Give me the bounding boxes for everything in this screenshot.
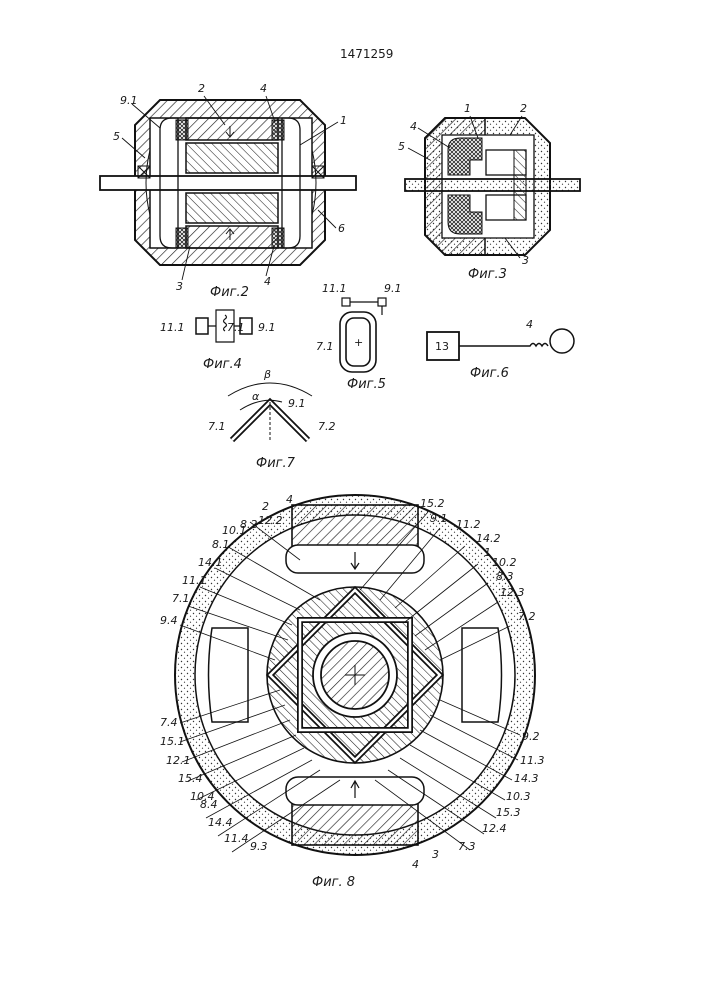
fig8-label-27: 10.3: [506, 790, 531, 803]
fig3-shaft: [405, 179, 580, 191]
fig8-label-12: 14.1: [198, 556, 223, 569]
fig2-label-0: 9.1: [120, 94, 138, 107]
fig8-label-22: 12.1: [166, 754, 191, 767]
fig5-label-2: 7.1: [316, 340, 334, 353]
fig8-label-31: 12.4: [482, 822, 507, 835]
fig5-label-0: 11.1: [322, 282, 347, 295]
fig2-label-4: 5: [113, 130, 120, 143]
fig8-label-30: 14.4: [208, 816, 233, 829]
fig2-label-3: 1: [340, 114, 347, 127]
fig8-label-6: 11.2: [456, 518, 481, 531]
fig2-label-5: 6: [338, 222, 345, 235]
fig2-label-2: 4: [260, 82, 267, 95]
figure-7: β α 9.1 7.1 7.2 Фиг.7: [208, 368, 336, 471]
fig7-caption: Фиг.7: [256, 456, 296, 471]
fig8-label-33: 7.3: [458, 840, 476, 853]
fig8-label-29: 15.3: [496, 806, 521, 819]
fig8-label-28: 8.4: [200, 798, 218, 811]
fig8-label-7: 10.1: [222, 524, 247, 537]
figure-8: 2 4 15.2 12.2 9.1 8.2 11.2 10.1 14.2 8.1…: [160, 493, 545, 890]
document-number: 1471259: [340, 47, 393, 61]
fig2-rotor-top: [186, 143, 278, 173]
fig8-caption: Фиг. 8: [312, 875, 355, 890]
fig8-label-34: 9.3: [250, 840, 268, 853]
fig4-label-2: 9.1: [258, 321, 276, 334]
fig8-label-35: 3: [432, 848, 439, 861]
fig8-label-1: 4: [286, 493, 293, 506]
fig3-label-2: 4: [410, 120, 417, 133]
fig2-label-6: 3: [176, 280, 183, 293]
fig8-label-14: 11.1: [182, 574, 207, 587]
fig7-label-3: 7.1: [208, 420, 226, 433]
fig2-label-7: 4: [264, 275, 271, 288]
fig8-label-2: 15.2: [420, 497, 445, 510]
fig7-label-0: β: [263, 368, 271, 381]
fig8-label-24: 15.4: [178, 772, 203, 785]
fig5-label-1: 9.1: [384, 282, 402, 295]
fig8-label-21: 9.2: [522, 730, 540, 743]
fig8-label-4: 9.1: [430, 512, 448, 525]
fig8-label-25: 14.3: [514, 772, 539, 785]
fig7-label-1: α: [252, 390, 260, 403]
fig8-label-36: 4: [412, 858, 419, 871]
fig4-label-0: 11.1: [160, 321, 185, 334]
fig6-label-1: 4: [526, 318, 533, 331]
fig8-label-0: 2: [262, 500, 269, 513]
figure-4: 11.1 7.1 9.1 Фиг.4: [160, 310, 276, 372]
fig3-label-1: 2: [520, 102, 527, 115]
fig2-label-1: 2: [198, 82, 205, 95]
fig8-label-17: 7.2: [518, 610, 536, 623]
fig8-label-23: 11.3: [520, 754, 545, 767]
fig7-label-4: 7.2: [318, 420, 336, 433]
fig8-label-11: 10.2: [492, 556, 517, 569]
fig8-label-13: 8.3: [496, 570, 514, 583]
fig8-label-9: 8.1: [212, 538, 230, 551]
fig3-label-0: 1: [464, 102, 471, 115]
fig3-label-3: 5: [398, 140, 405, 153]
figure-2: 9.1 2 4 1 5 6 3 4 Фиг.2: [100, 82, 356, 300]
fig4-caption: Фиг.4: [203, 357, 242, 372]
fig7-label-2: 9.1: [288, 397, 306, 410]
fig5-label-3: +: [354, 336, 363, 349]
fig5-caption: Фиг.5: [347, 377, 386, 392]
fig6-caption: Фиг.6: [470, 366, 509, 381]
fig2-caption: Фиг.2: [210, 285, 249, 300]
fig6-label-0: 13: [435, 340, 449, 353]
fig3-label-4: 3: [522, 254, 529, 267]
fig8-label-8: 14.2: [476, 532, 501, 545]
figure-5: 11.1 9.1 7.1 + Фиг.5: [316, 282, 402, 392]
fig2-pole-top: [186, 118, 278, 140]
fig8-label-16: 7.1: [172, 592, 190, 605]
figure-3: 1 2 4 5 3 Фиг.3: [398, 102, 580, 282]
fig3-caption: Фиг.3: [468, 267, 507, 282]
fig8-pole-top: [292, 505, 418, 547]
fig2-pole-bottom: [186, 226, 278, 248]
fig8-label-3: 12.2: [258, 514, 283, 527]
fig8-label-15: 12.3: [500, 586, 525, 599]
figure-6: 13 4 Фиг.6: [427, 318, 574, 381]
fig8-label-18: 9.4: [160, 614, 178, 627]
fig8-label-10: 1: [484, 546, 491, 559]
fig2-rotor-bottom: [186, 193, 278, 223]
fig8-pole-bottom: [292, 803, 418, 845]
fig8-label-32: 11.4: [224, 832, 249, 845]
fig8-label-20: 15.1: [160, 735, 185, 748]
fig4-label-1: 7.1: [227, 321, 245, 334]
fig8-label-19: 7.4: [160, 716, 178, 729]
